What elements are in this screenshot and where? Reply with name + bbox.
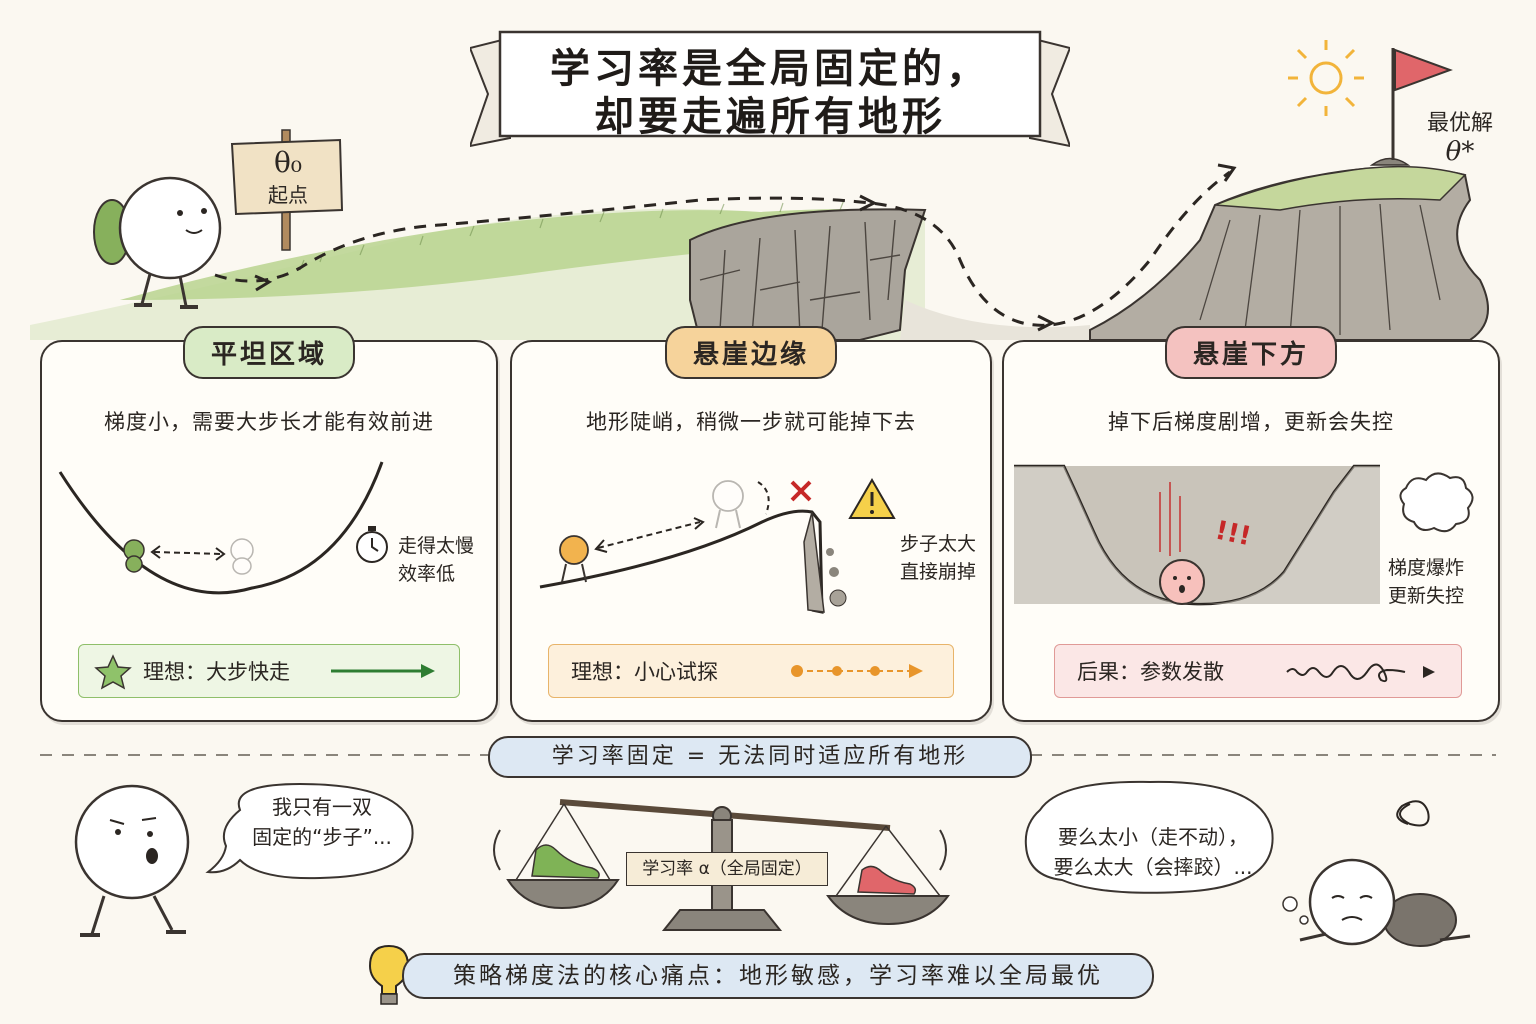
goal-symbol: θ* [1445, 137, 1475, 167]
speech-right-line-1: 要么太小（走不动）， [1058, 825, 1248, 849]
note-line-1: 走得太慢 [398, 535, 475, 557]
goal-label: 最优解 [1426, 111, 1493, 136]
title-banner: 学习率是全局固定的， 却要走遍所有地形 [470, 28, 1070, 148]
orange-walker [559, 535, 589, 583]
arrow-icon [331, 664, 435, 678]
speech-right-text: 要么太小（走不动）， 要么太大（会摔跤）... [1030, 822, 1276, 882]
speech-left-text: 我只有一双 固定的“步子”... [222, 792, 422, 852]
note-line-2: 效率低 [398, 563, 456, 585]
goal-label-group: 最优解 θ* [1410, 105, 1510, 167]
cross-icon [790, 480, 812, 502]
card-description: 地形陡峭，稍微一步就可能掉下去 [586, 410, 916, 434]
speech-left-line-2: 固定的“步子”... [252, 825, 392, 849]
card-footer: 后果：参数发散 [1054, 644, 1462, 698]
note-line-1: 梯度爆炸 [1388, 557, 1465, 579]
title-line-1: 学习率是全局固定的， [550, 46, 990, 92]
speech-bubble-left [205, 782, 414, 880]
cliff-edge-illustration [539, 478, 896, 614]
dizzy-icon [1396, 800, 1430, 827]
clock-icon [356, 526, 388, 563]
green-shoe-icon [531, 844, 600, 879]
canyon-illustration: !!! [1014, 464, 1474, 606]
red-shoe-icon [857, 865, 917, 895]
title-line-2: 却要走遍所有地形 [594, 94, 946, 140]
bottom-banner: 策略梯度法的核心痛点：地形敏感，学习率难以全局最优 [402, 953, 1154, 999]
speech-right-line-2: 要么太大（会摔跤）... [1053, 855, 1253, 879]
speech-bubble-right [1024, 780, 1274, 894]
footer-text: 理想：大步快走 [143, 660, 290, 684]
card-tag: 平坦区域 [182, 326, 356, 379]
scale-label-text: 学习率 α（全局固定） [642, 859, 812, 879]
card-description: 掉下后梯度剧增，更新会失控 [1108, 410, 1394, 434]
start-label: 起点 [268, 183, 308, 207]
speech-left-line-1: 我只有一双 [272, 795, 372, 819]
note-line-2: 更新失控 [1388, 585, 1465, 607]
card-footer: 理想：大步快走 [78, 644, 460, 698]
explosion-icon [1399, 472, 1474, 533]
footer-text: 理想：小心试探 [571, 660, 718, 684]
fallen-character [1299, 800, 1471, 947]
start-sign: θ₀ 起点 [236, 146, 340, 208]
balance-scale [493, 799, 950, 931]
terrain-scene [30, 40, 1489, 340]
sun-icon [1288, 40, 1364, 116]
card-cliff-edge: 悬崖边缘 地形陡峭，稍微一步就可能掉下去 步子太大 直接崩掉 理想：小 [510, 326, 992, 722]
banner-ribbon [470, 30, 1070, 148]
note-line-1: 步子太大 [900, 533, 977, 555]
scale-label: 学习率 α（全局固定） [626, 852, 828, 886]
card-tag: 悬崖下方 [1164, 326, 1338, 379]
card-flat-region: 平坦区域 梯度小，需要大步长才能有效前进 走得太慢 效率低 理想：大步快走 [40, 326, 498, 722]
card-tag: 悬崖边缘 [664, 326, 838, 379]
formula-banner: 学习率固定 = 无法同时适应所有地形 [488, 736, 1032, 778]
card-note: 步子太大 直接崩掉 [900, 530, 976, 586]
careful-steps-icon [791, 664, 923, 678]
star-icon [94, 654, 132, 690]
card-note: 走得太慢 效率低 [398, 532, 474, 588]
start-symbol: θ₀ [273, 146, 303, 179]
worried-character [74, 784, 190, 937]
warning-icon [848, 478, 896, 519]
footer-text: 后果：参数发散 [1077, 660, 1224, 684]
flag-icon [1369, 48, 1453, 166]
hero-character [93, 176, 222, 309]
card-note: 梯度爆炸 更新失控 [1388, 554, 1464, 610]
exclaim-mark: !!! [1213, 516, 1254, 553]
note-line-2: 直接崩掉 [900, 561, 977, 583]
card-description: 梯度小，需要大步长才能有效前进 [104, 410, 434, 434]
card-below-cliff: 悬崖下方 掉下后梯度剧增，更新会失控 !!! 梯度爆炸 更新失控 后果：参数发散 [1002, 326, 1500, 722]
lightbulb-icon [368, 944, 410, 1005]
flat-illustration [58, 461, 388, 595]
divergence-icon [1286, 663, 1435, 683]
trajectory-path [214, 170, 1231, 327]
falling-character [1159, 559, 1205, 605]
green-walker [123, 539, 145, 573]
bottom-scene [74, 780, 1471, 947]
card-footer: 理想：小心试探 [548, 644, 954, 698]
